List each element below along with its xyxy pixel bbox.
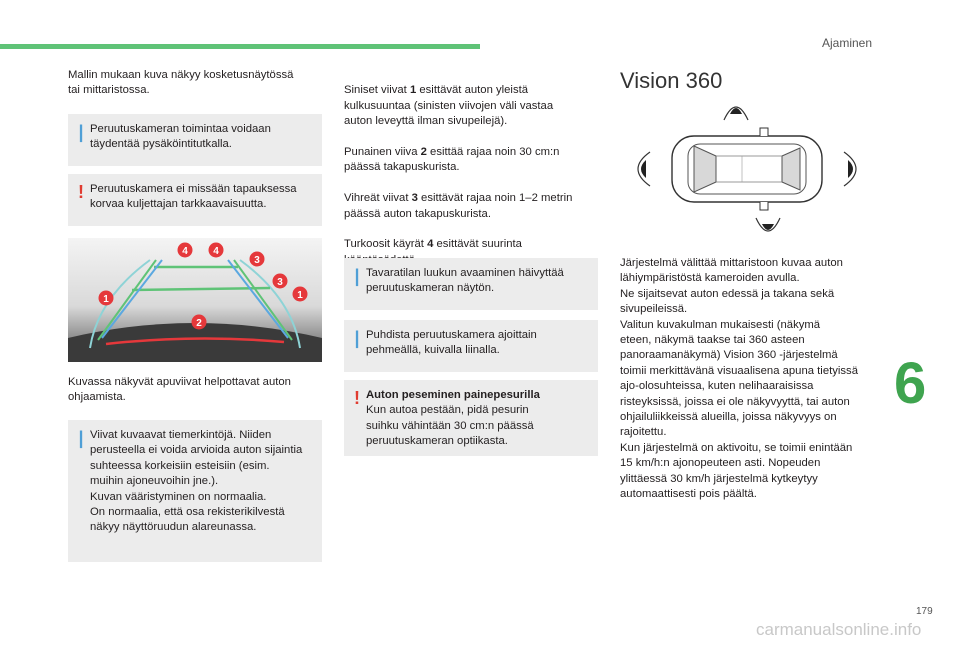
callout-4a: 4 xyxy=(177,242,193,258)
line-2-text: Punainen viiva 2 esittää rajaa noin 30 c… xyxy=(344,146,560,174)
svg-text:3: 3 xyxy=(277,277,283,288)
callout-1b: 1 xyxy=(292,286,308,302)
svg-text:1: 1 xyxy=(103,294,109,305)
camera-field-left xyxy=(637,151,651,187)
exclamation-icon: ! xyxy=(354,388,360,408)
watermark: carmanualsonline.info xyxy=(756,620,922,639)
camera-field-bottom xyxy=(755,217,781,232)
callout-4b: 4 xyxy=(208,242,224,258)
svg-text:4: 4 xyxy=(213,246,219,257)
chapter-title: Ajaminen xyxy=(822,36,873,50)
callout-3b: 3 xyxy=(272,273,288,289)
chapter-color-bar xyxy=(0,44,480,49)
image-caption: Kuvassa näkyvät apuviivat helpottavat au… xyxy=(68,376,291,404)
info-text: Peruutuskameran toimintaa voidaan täyden… xyxy=(90,123,271,151)
callout-1a: 1 xyxy=(98,290,114,306)
rear-camera-image: 4 4 3 3 1 1 2 xyxy=(68,238,322,362)
info-text: Puhdista peruutuskamera ajoittain pehmeä… xyxy=(366,329,537,357)
warning-text: Peruutuskamera ei missään tapauksessa ko… xyxy=(90,183,297,211)
callout-3a: 3 xyxy=(249,251,265,267)
camera-field-top xyxy=(723,106,749,121)
warning-box-attention: ! Peruutuskamera ei missään tapauksessa … xyxy=(68,174,322,226)
section-title: Vision 360 xyxy=(620,68,723,93)
intro-text: Mallin mukaan kuva näkyy kosketusnäytöss… xyxy=(68,69,294,97)
exclamation-icon: ! xyxy=(78,182,84,202)
info-box-tailgate: | Tavaratilan luukun avaaminen häivyttää… xyxy=(344,258,598,310)
vision-360-car-diagram xyxy=(636,98,858,240)
info-bar-icon: | xyxy=(354,328,360,348)
info-box-lines: | Viivat kuvaavat tiemerkintöjä. Niiden … xyxy=(68,420,322,562)
chapter-number: 6 xyxy=(894,351,927,416)
info-text: Viivat kuvaavat tiemerkintöjä. Niiden pe… xyxy=(90,429,303,534)
guideline-explanations: Siniset viivat 1 esittävät auton yleistä… xyxy=(344,68,604,268)
warning-body: Kun autoa pestään, pidä pesurin suihku v… xyxy=(366,404,534,448)
callouts: 4 4 3 3 1 1 2 xyxy=(98,242,308,330)
svg-text:1: 1 xyxy=(297,290,303,301)
svg-text:2: 2 xyxy=(196,318,202,329)
line-1-text: Siniset viivat 1 esittävät auton yleistä… xyxy=(344,84,554,128)
page-number: 179 xyxy=(916,606,933,617)
info-bar-icon: | xyxy=(78,122,84,142)
info-bar-icon: | xyxy=(78,428,84,448)
info-box-radar: | Peruutuskameran toimintaa voidaan täyd… xyxy=(68,114,322,166)
svg-text:3: 3 xyxy=(254,255,260,266)
info-text: Tavaratilan luukun avaaminen häivyttää p… xyxy=(366,267,564,295)
info-box-cleaning: | Puhdista peruutuskamera ajoittain pehm… xyxy=(344,320,598,372)
vision-360-description: Järjestelmä välittää mittaristoon kuvaa … xyxy=(620,257,858,501)
warning-title: Auton peseminen painepesurilla xyxy=(366,389,540,401)
info-bar-icon: | xyxy=(354,266,360,286)
car-top-view-illustration xyxy=(637,106,857,232)
callout-2: 2 xyxy=(191,314,207,330)
line-3-text: Vihreät viivat 3 esittävät rajaa noin 1–… xyxy=(344,192,573,220)
svg-text:4: 4 xyxy=(182,246,188,257)
camera-field-right xyxy=(843,151,857,187)
